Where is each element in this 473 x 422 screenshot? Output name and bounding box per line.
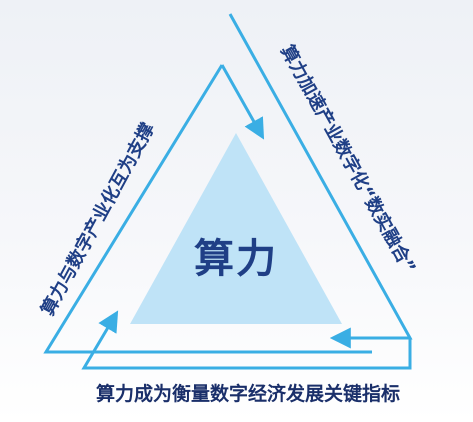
left-side-label: 算力与数字产业化互为支撑 [37, 119, 159, 319]
middle-triangle-outline [43, 64, 372, 354]
bottom-label: 算力成为衡量数字经济发展关键指标 [96, 382, 400, 405]
arrow-top-right [220, 64, 265, 140]
right-side-label: 算力加速产业数字化“数实融合” [276, 41, 420, 277]
arrow-bottom-outer [81, 310, 412, 370]
inner-triangle [130, 133, 342, 324]
center-label: 算力 [194, 236, 278, 282]
